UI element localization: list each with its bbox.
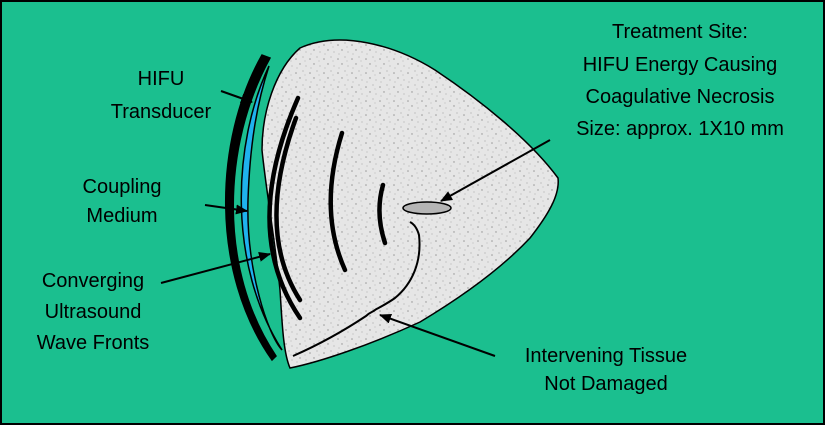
wave-front-1 xyxy=(267,95,303,321)
hifu-transducer xyxy=(224,54,277,362)
label-not-damaged: Not Damaged xyxy=(544,373,667,395)
label-treatment-site: Treatment Site: xyxy=(612,21,748,43)
intervening-tissue-bracket xyxy=(292,221,421,357)
arrow-wavefronts xyxy=(160,251,271,284)
arrow-coupling xyxy=(204,204,248,215)
coupling-medium xyxy=(240,65,283,351)
label-intervening-tissue: Intervening Tissue xyxy=(525,345,687,367)
label-coagulative-necrosis: Coagulative Necrosis xyxy=(586,86,775,108)
label-size: Size: approx. 1X10 mm xyxy=(576,118,784,140)
wave-front-3 xyxy=(328,130,348,273)
label-coupling: Coupling xyxy=(83,176,162,198)
wave-front-2 xyxy=(274,115,303,303)
arrow-intervening xyxy=(379,313,496,357)
label-medium: Medium xyxy=(86,205,157,227)
label-hifu: HIFU xyxy=(138,68,185,90)
label-hifu-energy: HIFU Energy Causing xyxy=(583,54,778,76)
label-converging: Converging xyxy=(42,270,144,292)
treatment-site-lesion xyxy=(402,201,452,215)
label-ultrasound: Ultrasound xyxy=(45,301,142,323)
arrow-transducer xyxy=(220,90,253,104)
label-transducer: Transducer xyxy=(111,101,212,123)
arrow-treatment xyxy=(440,139,551,202)
wave-front-4 xyxy=(377,182,388,246)
label-wave-fronts: Wave Fronts xyxy=(37,332,150,354)
